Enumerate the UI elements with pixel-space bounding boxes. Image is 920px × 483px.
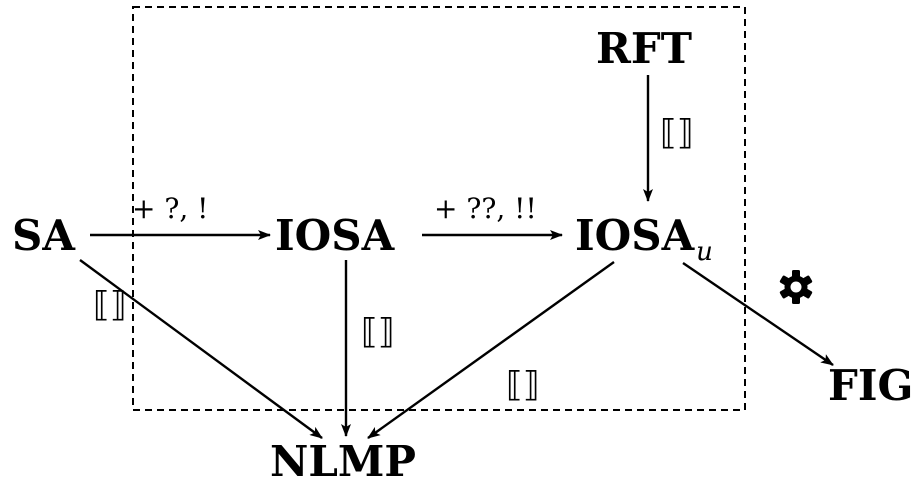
node-iosa-u-subscript: u [696, 237, 713, 267]
label-sa-to-iosa: + ?, ! [132, 192, 208, 225]
edge-sa-to-nlmp [79, 259, 323, 439]
node-nlmp: NLMP [270, 437, 416, 483]
label-sa-to-nlmp: ⟦⟧ [93, 285, 127, 325]
node-fig: FIG [828, 361, 913, 410]
node-rft: RFT [596, 24, 692, 73]
gear-icon [779, 270, 813, 304]
label-rft-to-iosa-u: ⟦⟧ [660, 113, 694, 153]
node-iosa: IOSA [275, 211, 396, 260]
node-sa: SA [12, 211, 76, 260]
node-iosa-u: IOSAu [575, 211, 713, 267]
label-iosa-u-to-nlmp: ⟦⟧ [506, 365, 540, 405]
node-iosa-u-main: IOSA [575, 211, 696, 260]
edge-iosa-u-to-fig [682, 262, 834, 366]
dashed-boundary-box [132, 6, 746, 411]
edge-iosa-u-to-nlmp [367, 261, 615, 439]
label-iosa-to-iosa-u: + ??, !! [434, 192, 537, 225]
label-iosa-to-nlmp: ⟦⟧ [361, 312, 395, 352]
